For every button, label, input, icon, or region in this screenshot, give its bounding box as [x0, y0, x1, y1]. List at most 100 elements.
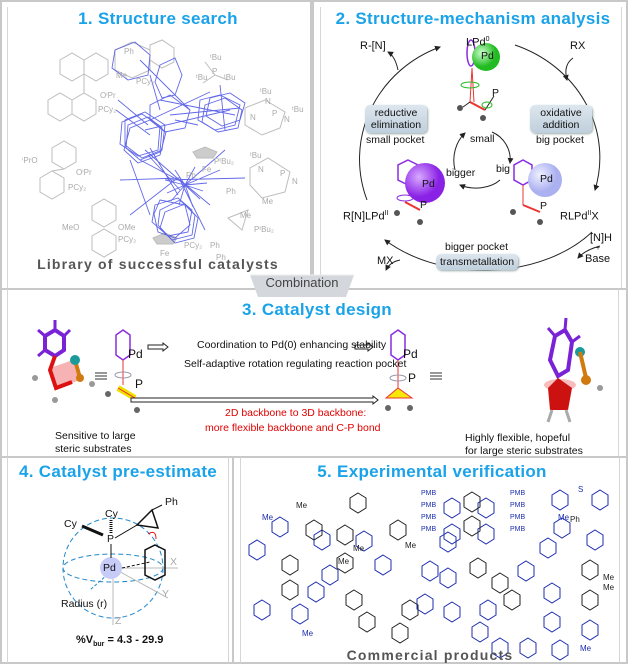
combination-tab: Combination — [250, 273, 354, 297]
rnlpd-complex — [394, 159, 445, 225]
y-axis — [112, 567, 169, 599]
cycle-arc-bottom — [384, 231, 593, 271]
right-schematic-ligand — [384, 329, 414, 411]
node-rnlpd-ox: II — [384, 210, 389, 217]
hollow-arrows — [130, 341, 379, 406]
p5-me-6: Me — [302, 629, 314, 638]
p5-me-5: Me — [405, 541, 417, 550]
reagent-mx: MX — [377, 255, 394, 267]
node-rlpd-x: RLPdIIX — [560, 208, 599, 223]
inner-bigger-label: bigger — [446, 167, 476, 179]
panel-5-caption: Commercial products — [346, 647, 514, 663]
gray-label-oipr-2: OⁱPr — [76, 168, 92, 177]
catalyst-library-structures — [39, 39, 291, 258]
node-rlpd-ox: II — [587, 210, 592, 217]
p5-me-10: Me — [580, 644, 592, 653]
big-pocket-label: big pocket — [536, 134, 584, 146]
gray-label-ph-2: Ph — [186, 171, 196, 180]
overlay-blue-structures — [111, 41, 246, 244]
gray-label-fe: Fe — [202, 165, 212, 174]
vbur-prefix: %V — [76, 634, 94, 646]
left-pd-label: Pd — [422, 178, 435, 190]
p5-me-9: Me — [603, 583, 615, 592]
right-3d-model — [544, 317, 603, 423]
inner-big-label: big — [496, 163, 511, 175]
oxidative-text: oxidative — [540, 107, 582, 119]
inner-arc-left — [453, 132, 466, 171]
node-lpd0-text: LPd — [466, 36, 486, 49]
backbone-2d-3d-text: 2D backbone to 3D backbone: — [225, 407, 367, 419]
panel-4-inner-border — [7, 457, 229, 663]
node-rlpd-text: RLPd — [560, 210, 588, 223]
lpd0-complex — [457, 39, 500, 121]
panel-2-title: 2. Structure-mechanism analysis — [335, 9, 611, 28]
panel-1-inner-border — [7, 7, 309, 289]
node-lpd0: LPd0 — [466, 34, 489, 49]
p5-pmb-6: PMB — [510, 502, 526, 509]
right-equiv-p: P — [408, 371, 417, 385]
gray-label-me-2: Me — [262, 197, 274, 206]
cy-label-top: Cy — [105, 508, 118, 520]
rn-arrow — [387, 51, 399, 71]
gray-label-tbu-3: ᵗBu — [224, 73, 236, 82]
reductive-elimination-box: reductive elimination — [365, 105, 427, 133]
p5-me-8: Me — [603, 573, 615, 582]
reagent-rn: R-[N] — [360, 40, 386, 52]
gray-label-tbu-4: ᵗBu — [260, 87, 272, 96]
catalyst-design-graphics — [32, 317, 603, 423]
z-axis-label: Z — [115, 615, 122, 627]
cycle-arc-top-right — [514, 44, 601, 191]
gray-label-n-4: N — [258, 165, 264, 174]
panel-5-title: 5. Experimental verification — [317, 462, 547, 481]
gray-label-p-2: P — [272, 109, 278, 118]
gray-label-meo: MeO — [62, 223, 80, 232]
small-pocket-label: small pocket — [366, 134, 425, 146]
p5-pmb-2: PMB — [421, 502, 437, 509]
right-equiv-pd: Pd — [403, 347, 418, 361]
gray-label-p-3: P — [280, 169, 286, 178]
p5-ph-label: Ph — [570, 515, 580, 524]
p5-me-7: Me — [558, 513, 570, 522]
gray-label-pcy2-3: PCy₂ — [118, 235, 137, 244]
coordination-text: Coordination to Pd(0) enhancing stabilit… — [197, 339, 387, 351]
p-label: P — [107, 533, 115, 545]
reductive-text: reductive — [374, 107, 418, 119]
p5-pmb-1: PMB — [421, 490, 437, 497]
gray-label-ptbu2: PᵗBu₂ — [214, 157, 234, 166]
addition-text: addition — [542, 119, 580, 131]
gray-label-ph-5: Ph — [216, 253, 226, 262]
reagent-plus: + — [596, 245, 601, 252]
gray-label-n-3: N — [250, 113, 256, 122]
gray-label-ipro: ⁱPrO — [22, 156, 38, 165]
reagent-rx: RX — [570, 40, 586, 52]
left-3d-model — [32, 320, 95, 403]
gray-label-oipr: OⁱPr — [100, 91, 116, 100]
mx-arrow — [385, 259, 401, 271]
gray-label-n-5: N — [292, 177, 298, 186]
inner-arc-right — [491, 131, 514, 164]
gray-label-pcy2-4: PCy₂ — [184, 241, 203, 250]
self-adaptive-text: Self-adaptive rotation regulating reacti… — [184, 358, 407, 370]
reagent-nh: [N]H — [590, 232, 612, 244]
left-caption-line2: steric substrates — [55, 443, 132, 455]
panel-1-caption: Library of successful catalysts — [37, 256, 279, 272]
left-p-label: P — [420, 199, 428, 211]
p5-pmb-7: PMB — [510, 514, 526, 521]
transmetallation-box: transmetallation — [436, 254, 518, 270]
nh-arrow — [577, 245, 601, 259]
gray-label-fe-2: Fe — [160, 249, 170, 258]
pd-label: Pd — [103, 562, 116, 574]
gray-label-p: P — [212, 67, 218, 76]
panel-5-frame — [232, 456, 628, 664]
gray-label-tbu-2: ᵗBu — [196, 73, 208, 82]
panel-3-inner-border — [7, 289, 619, 457]
gray-label-n: N — [265, 97, 271, 106]
oxidative-addition-box: oxidative addition — [530, 105, 592, 133]
elimination-text: elimination — [370, 119, 422, 131]
gray-label-n-2: N — [284, 115, 290, 124]
right-pd-label: Pd — [540, 173, 553, 185]
panel-2-inner-border — [320, 7, 622, 289]
top-pd-label: Pd — [481, 50, 494, 62]
y-axis-label: Y — [162, 588, 170, 600]
panel-4-title: 4. Catalyst pre-estimate — [18, 462, 218, 481]
